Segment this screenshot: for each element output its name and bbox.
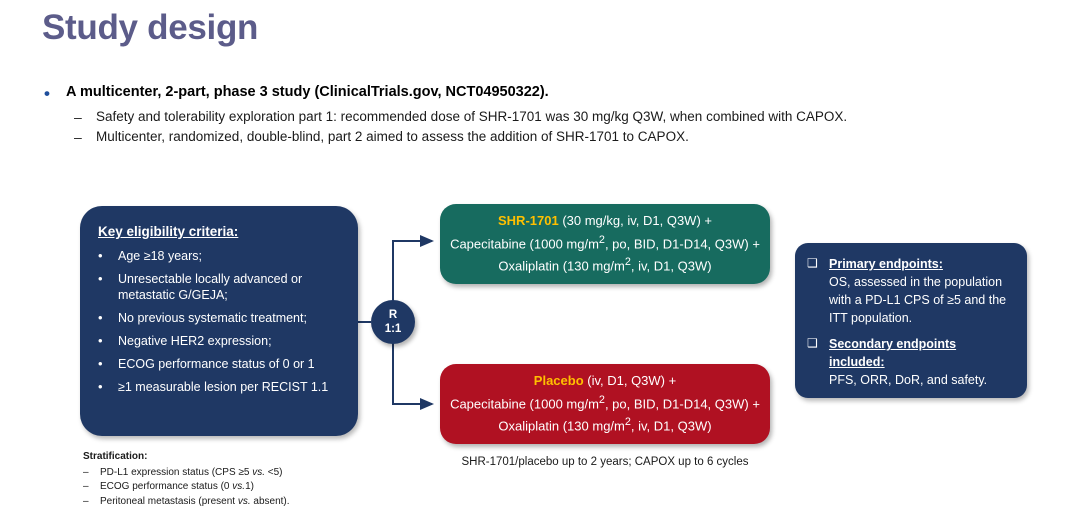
eligibility-item-text: Unresectable locally advanced or metasta… (118, 272, 303, 302)
strat-post: <5) (265, 466, 283, 478)
experimental-drug-dose: (30 mg/kg, iv, D1, Q3W) + (558, 213, 712, 229)
strat-pre: PD-L1 expression status (CPS ≥5 (100, 466, 253, 478)
primary-endpoints-heading-text: Primary endpoints (829, 257, 939, 271)
experimental-arm-box: SHR-1701 (30 mg/kg, iv, D1, Q3W) + Capec… (440, 204, 770, 284)
control-arm-line2: Capecitabine (1000 mg/m2, po, BID, D1-D1… (440, 392, 770, 414)
experimental-arm-line3: Oxaliplatin (130 mg/m2, iv, D1, Q3W) (440, 254, 770, 276)
treatment-duration-caption: SHR-1701/placebo up to 2 years; CAPOX up… (461, 456, 749, 468)
eligibility-item: • No previous systematic treatment; (98, 310, 344, 326)
randomization-node: R 1:1 (371, 300, 415, 344)
oxaliplatin-pre: Oxaliplatin (130 mg/m (498, 418, 625, 434)
superscript-two: 2 (598, 393, 605, 406)
stratification-item-text: ECOG performance status (0 vs.1) (100, 480, 254, 495)
capecitabine-pre: Capecitabine (1000 mg/m (450, 395, 599, 411)
page-title: Study design (42, 8, 259, 47)
capecitabine-post: , po, BID, D1-D14, Q3W) + (604, 395, 760, 411)
eligibility-heading: Key eligibility criteria: (98, 224, 239, 239)
eligibility-item: • Age ≥18 years; (98, 248, 344, 264)
bullet-marker-icon: • (98, 379, 103, 394)
eligibility-item: • ≥1 measurable lesion per RECIST 1.1 (98, 379, 344, 395)
eligibility-criteria-box: Key eligibility criteria: • Age ≥18 year… (80, 206, 358, 436)
superscript-two: 2 (598, 233, 605, 246)
bullet-marker-icon: • (98, 356, 103, 371)
experimental-drug-name: SHR-1701 (498, 213, 559, 229)
bullet-level1: • A multicenter, 2-part, phase 3 study (… (44, 84, 1044, 102)
secondary-endpoints-body: PFS, ORR, DoR, and safety. (829, 373, 988, 388)
superscript-two: 2 (624, 256, 631, 269)
secondary-endpoints-item: ❑ Secondary endpoints included: PFS, ORR… (807, 335, 1015, 389)
bullet-level2: – Multicenter, randomized, double-blind,… (74, 129, 1044, 145)
eligibility-item: • Unresectable locally advanced or metas… (98, 271, 344, 303)
stratification-item-text: Peritoneal metastasis (present vs. absen… (100, 495, 290, 510)
eligibility-item-text: ECOG performance status of 0 or 1 (118, 357, 315, 371)
secondary-endpoints-content: Secondary endpoints included: PFS, ORR, … (829, 335, 1015, 389)
experimental-arm-line2: Capecitabine (1000 mg/m2, po, BID, D1-D1… (440, 232, 770, 254)
strat-post: 1) (245, 481, 254, 492)
randomization-ratio: 1:1 (384, 323, 402, 335)
primary-endpoints-item: ❑ Primary endpoints: OS, assessed in the… (807, 255, 1015, 327)
oxaliplatin-post: , iv, D1, Q3W) (630, 258, 712, 274)
primary-endpoints-heading: Primary endpoints: (829, 257, 943, 271)
stratification-item: – PD-L1 expression status (CPS ≥5 vs. <5… (83, 466, 290, 481)
bullet-level2: – Safety and tolerability exploration pa… (74, 109, 1044, 125)
dash-marker-icon: – (83, 495, 89, 507)
oxaliplatin-pre: Oxaliplatin (130 mg/m (498, 258, 625, 274)
stratification-item: – Peritoneal metastasis (present vs. abs… (83, 495, 290, 510)
secondary-endpoints-heading: Secondary endpoints included: (829, 337, 956, 369)
primary-endpoints-colon: : (938, 257, 943, 271)
primary-endpoints-body: OS, assessed in the population with a PD… (829, 275, 1007, 326)
secondary-endpoints-colon: : (880, 355, 885, 370)
checkbox-icon: ❑ (807, 336, 818, 351)
strat-post: absent). (250, 495, 290, 507)
oxaliplatin-post: , iv, D1, Q3W) (630, 418, 712, 434)
eligibility-item-text: No previous systematic treatment; (118, 311, 307, 325)
eligibility-item-text: Age ≥18 years; (118, 249, 202, 263)
checkbox-icon: ❑ (807, 256, 818, 270)
dash-marker-icon: – (74, 129, 82, 146)
dash-marker-icon: – (83, 481, 89, 492)
eligibility-item: • ECOG performance status of 0 or 1 (98, 356, 344, 372)
control-drug-name: Placebo (533, 373, 584, 389)
superscript-two: 2 (624, 416, 631, 429)
endpoints-box: ❑ Primary endpoints: OS, assessed in the… (795, 243, 1027, 398)
bullet-marker-icon: • (44, 84, 50, 103)
eligibility-item-text: ≥1 measurable lesion per RECIST 1.1 (118, 380, 329, 394)
eligibility-item: • Negative HER2 expression; (98, 333, 344, 349)
experimental-arm-line1: SHR-1701 (30 mg/kg, iv, D1, Q3W) + (440, 211, 770, 231)
bullet-marker-icon: • (98, 333, 103, 348)
bullet-level2-text: Multicenter, randomized, double-blind, p… (96, 129, 689, 145)
bullet-level2-text: Safety and tolerability exploration part… (96, 109, 848, 124)
eligibility-item-text: Negative HER2 expression; (118, 334, 272, 348)
dash-marker-icon: – (83, 466, 89, 478)
secondary-endpoints-heading-text: Secondary endpoints included (829, 337, 957, 370)
intro-bullet-list: • A multicenter, 2-part, phase 3 study (… (44, 84, 1044, 149)
strat-pre: ECOG performance status (0 (100, 481, 233, 492)
strat-pre: Peritoneal metastasis (present (100, 495, 238, 507)
primary-endpoints-content: Primary endpoints: OS, assessed in the p… (829, 255, 1015, 327)
bullet-marker-icon: • (98, 271, 103, 286)
capecitabine-post: , po, BID, D1-D14, Q3W) + (604, 235, 760, 251)
stratification-item-text: PD-L1 expression status (CPS ≥5 vs. <5) (100, 466, 283, 481)
control-drug-dose: (iv, D1, Q3W) + (583, 373, 677, 389)
stratification-item: – ECOG performance status (0 vs.1) (83, 480, 290, 495)
control-arm-line3: Oxaliplatin (130 mg/m2, iv, D1, Q3W) (440, 414, 770, 436)
control-arm-box: Placebo (iv, D1, Q3W) + Capecitabine (10… (440, 364, 770, 444)
stratification-title: Stratification: (83, 451, 148, 462)
dash-marker-icon: – (74, 109, 82, 125)
bullet-level1-text: A multicenter, 2-part, phase 3 study (Cl… (66, 84, 549, 100)
bullet-marker-icon: • (98, 248, 103, 263)
strat-vs: vs. (237, 495, 251, 507)
bullet-marker-icon: • (98, 310, 103, 325)
control-arm-line1: Placebo (iv, D1, Q3W) + (440, 371, 770, 391)
strat-vs: vs. (232, 481, 246, 492)
randomization-label: R (388, 308, 398, 321)
capecitabine-pre: Capecitabine (1000 mg/m (450, 235, 599, 251)
strat-vs: vs. (252, 466, 265, 478)
stratification-footnote: Stratification: – PD-L1 expression statu… (83, 450, 290, 509)
